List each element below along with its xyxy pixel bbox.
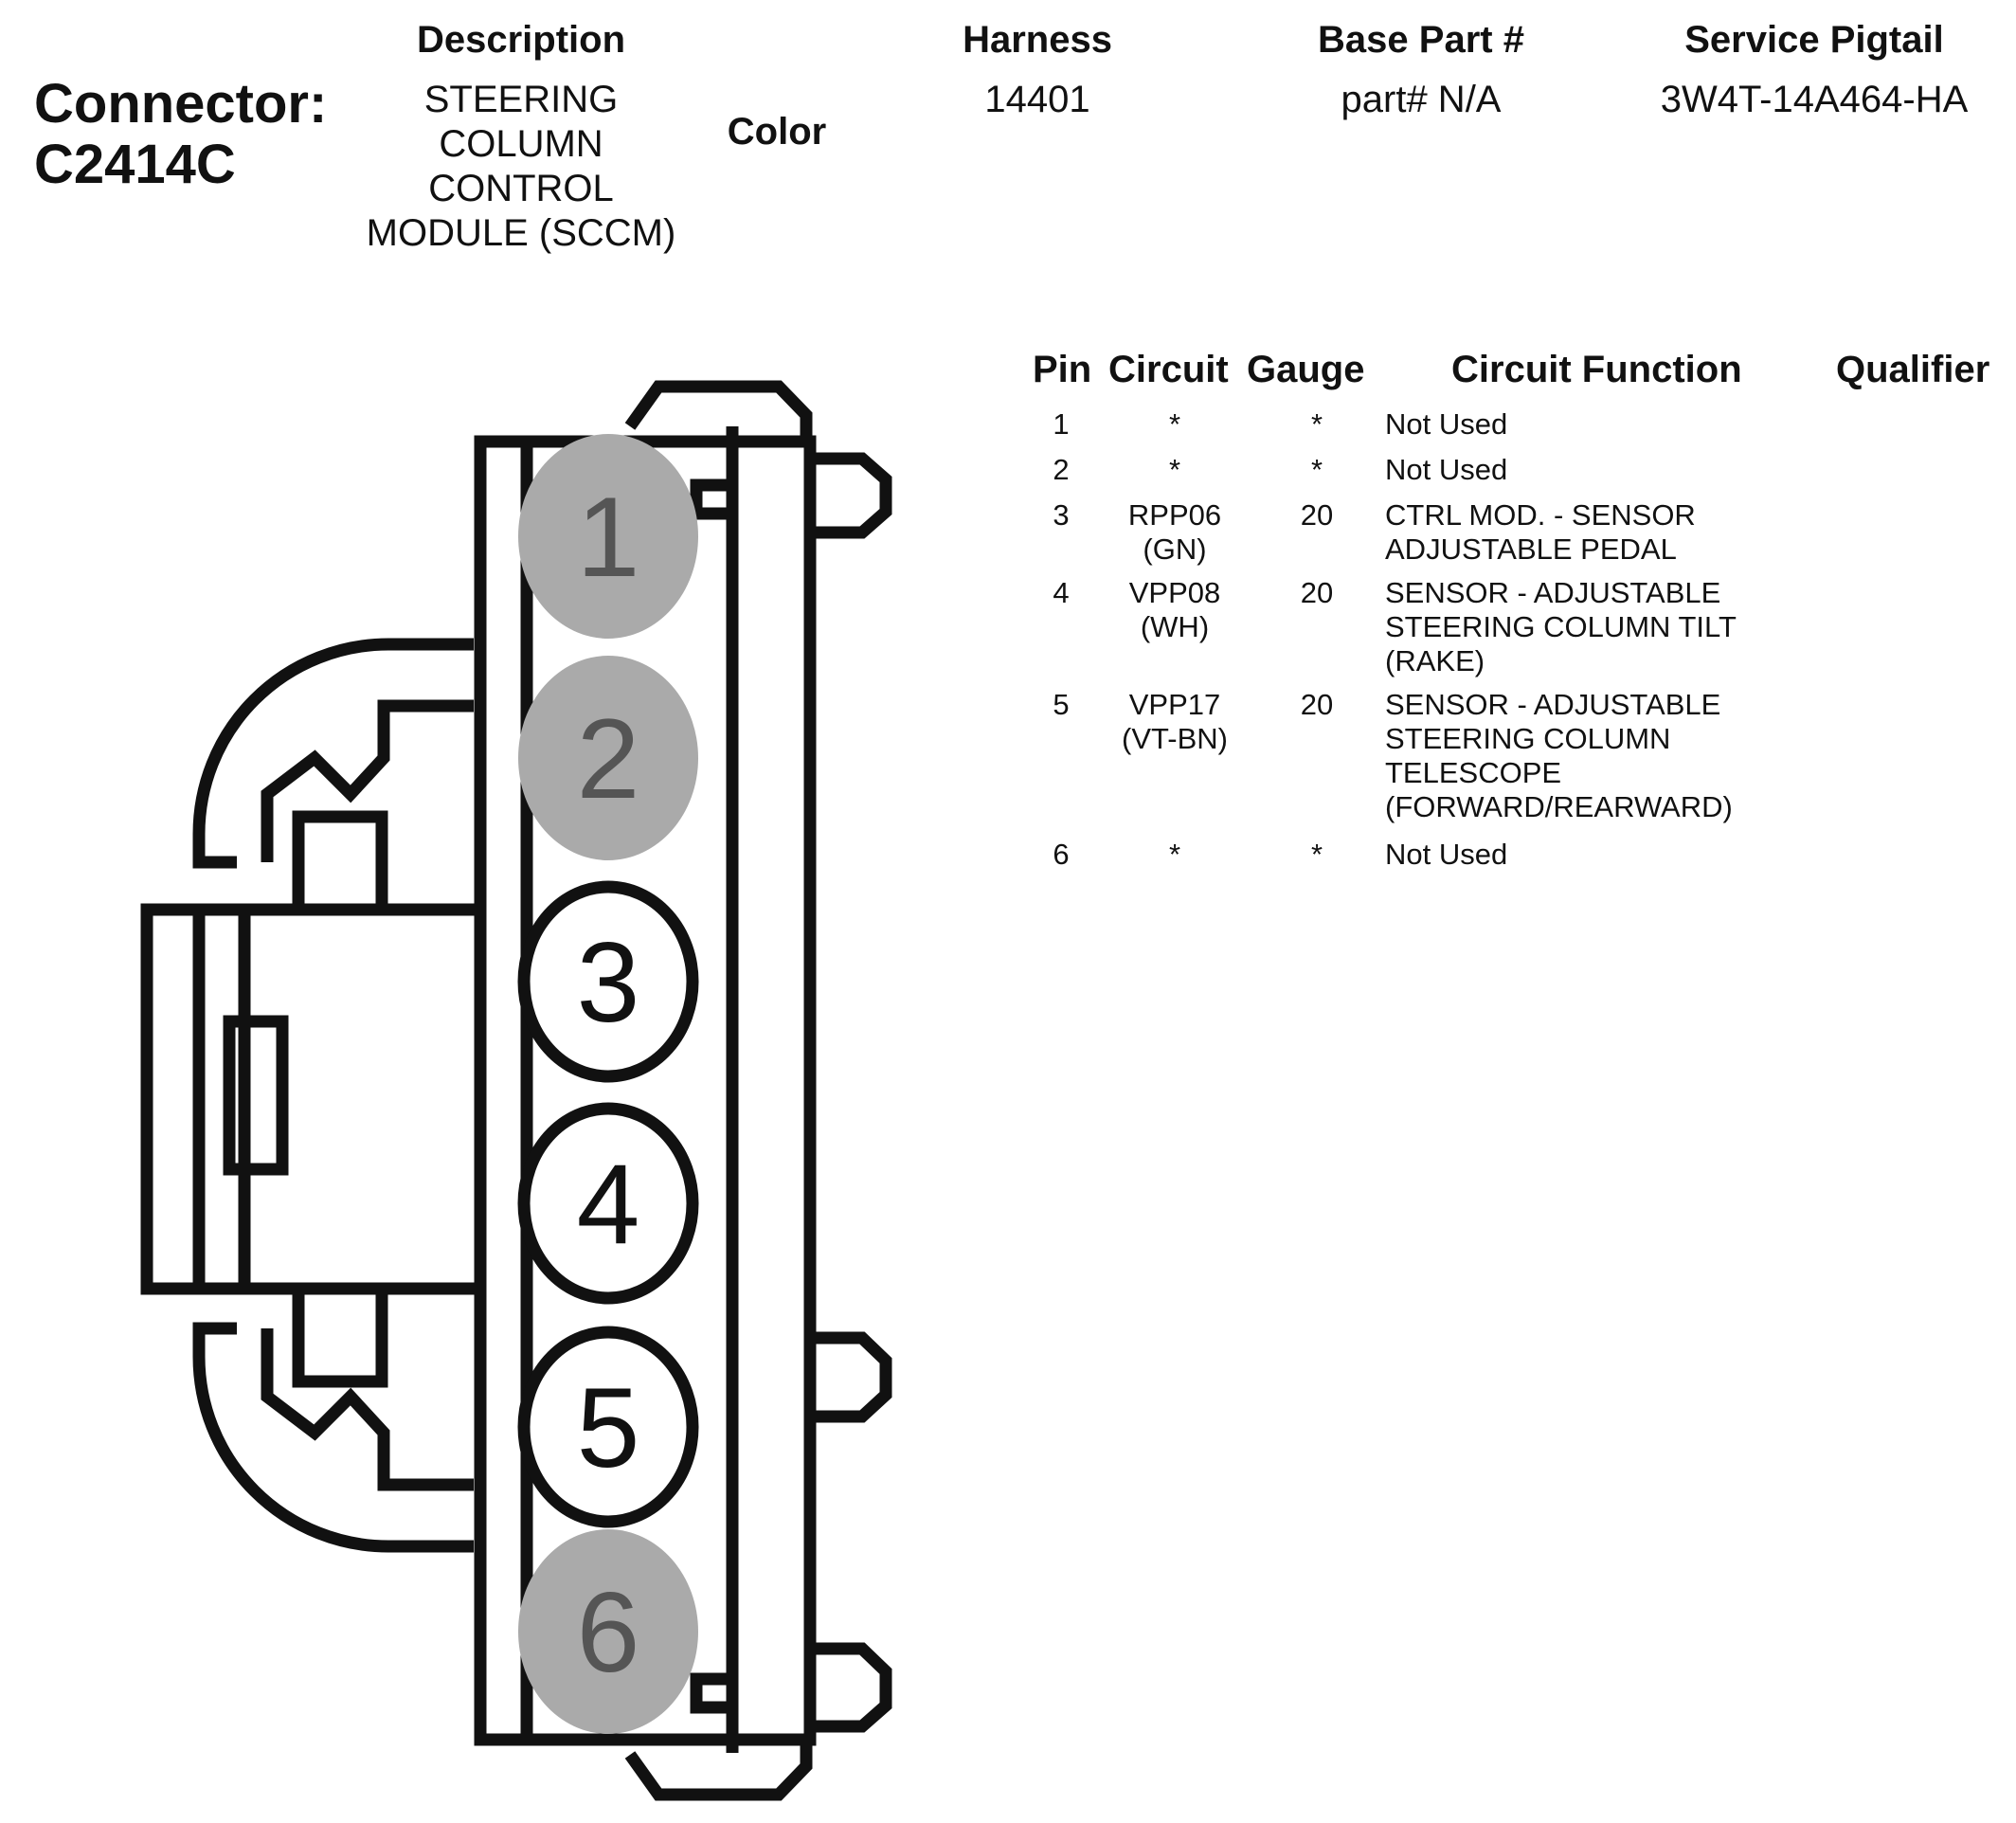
pin-2-circle: [518, 656, 698, 860]
pin1-slot: [690, 478, 739, 520]
lower-latch-spring: [261, 1328, 474, 1491]
pin-3-circle: [517, 880, 699, 1083]
lower-latch-arm: [192, 1322, 474, 1553]
pin-5-circle: [517, 1326, 699, 1528]
upper-latch-spring: [261, 699, 474, 862]
pin-6: 6: [518, 1529, 698, 1734]
circuit-cell: RPP06 (GN): [1127, 498, 1222, 566]
qualifier-column-header: Qualifier: [1836, 349, 1990, 390]
gauge-column-header: Gauge: [1247, 349, 1365, 390]
pin6-slot: [690, 1672, 739, 1714]
description-value: STEERING COLUMN CONTROL MODULE (SCCM): [341, 78, 701, 256]
pin-cell: 1: [1053, 407, 1070, 441]
gauge-cell: 20: [1300, 576, 1334, 609]
function-cell: Not Used: [1385, 838, 1508, 871]
top-lock-tab: [624, 380, 813, 442]
pin-cell: 3: [1053, 498, 1070, 532]
pin-2-label: 2: [577, 695, 640, 822]
connector-outline: [140, 380, 892, 1801]
circuit-cell: VPP08 (WH): [1128, 576, 1221, 643]
upper-latch-arm: [192, 638, 474, 869]
connector-label: Connector:: [34, 73, 328, 135]
circuit-cell: VPP17 (VT-BN): [1122, 688, 1228, 755]
connector-id: C2414C: [34, 134, 236, 195]
pin-4: 4: [517, 1102, 699, 1305]
pin-2: 2: [518, 656, 698, 860]
bottom-lock-tab: [624, 1740, 813, 1801]
function-cell: Not Used: [1385, 407, 1508, 441]
circuit-cell: *: [1168, 407, 1181, 441]
gauge-cell: 20: [1300, 498, 1334, 532]
gauge-cell: 20: [1300, 688, 1334, 721]
service-pigtail-header: Service Pigtail: [1684, 19, 1944, 61]
pin-1-label: 1: [577, 474, 640, 601]
pin-6-label: 6: [577, 1569, 640, 1696]
description-header: Description: [416, 19, 626, 61]
pin-cell: 4: [1053, 576, 1070, 609]
service-pigtail-value: 3W4T-14A464-HA: [1660, 79, 1969, 120]
description-line: COLUMN: [439, 123, 603, 165]
circuit-cell: *: [1168, 838, 1181, 871]
connector-title: Connector: C2414C: [34, 74, 327, 195]
gauge-cell: *: [1310, 838, 1323, 871]
pin-5: 5: [517, 1326, 699, 1528]
pin-cell: 2: [1053, 453, 1070, 486]
right-latch-middle: [810, 1331, 892, 1423]
pin-1: 1: [518, 434, 698, 639]
function-cell: Not Used: [1385, 453, 1508, 486]
pin-5-label: 5: [577, 1364, 640, 1491]
function-cell: SENSOR - ADJUSTABLE STEERING COLUMN TELE…: [1385, 688, 1733, 823]
harness-header: Harness: [963, 19, 1112, 61]
pin-1-circle: [518, 434, 698, 639]
function-column-header: Circuit Function: [1451, 349, 1742, 390]
pin-4-label: 4: [577, 1141, 640, 1268]
right-latch-top: [810, 452, 892, 539]
description-line: CONTROL: [428, 168, 614, 209]
description-line: MODULE (SCCM): [366, 212, 676, 254]
left-block-window: [223, 1015, 289, 1176]
base-part-header: Base Part #: [1318, 19, 1524, 61]
circuit-cell: *: [1168, 453, 1181, 486]
pin-cell: 6: [1053, 838, 1070, 871]
upper-latch-post: [292, 810, 388, 916]
base-part-value: part# N/A: [1341, 79, 1502, 120]
pin-cell: 5: [1053, 688, 1070, 721]
function-cell: CTRL MOD. - SENSOR ADJUSTABLE PEDAL: [1385, 498, 1696, 566]
pin-column-header: Pin: [1033, 349, 1092, 390]
circuit-column-header: Circuit: [1108, 349, 1229, 390]
description-line: STEERING: [423, 79, 619, 120]
pin-3-label: 3: [577, 919, 640, 1046]
lower-latch-post: [292, 1282, 388, 1388]
color-header: Color: [727, 111, 827, 153]
function-cell: SENSOR - ADJUSTABLE STEERING COLUMN TILT…: [1385, 576, 1737, 677]
harness-value: 14401: [984, 79, 1090, 120]
pin-4-circle: [517, 1102, 699, 1305]
pin-6-circle: [518, 1529, 698, 1734]
right-latch-bottom: [810, 1642, 892, 1733]
gauge-cell: *: [1310, 453, 1323, 486]
pin-3: 3: [517, 880, 699, 1083]
gauge-cell: *: [1310, 407, 1323, 441]
